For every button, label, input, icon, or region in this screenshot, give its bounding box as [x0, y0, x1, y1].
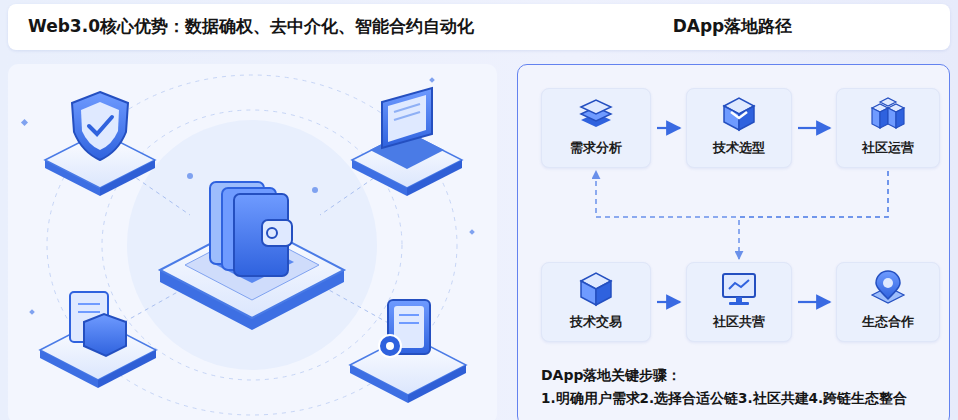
feedback-line [596, 171, 888, 217]
document-platform [40, 292, 156, 388]
process-box: 技术选型 [686, 88, 792, 168]
monitor-icon-part [723, 274, 755, 297]
process-box: 技术交易 [541, 262, 651, 342]
laptop-platform-part [388, 95, 426, 142]
process-box: 社区共营 [686, 262, 792, 342]
laptop-platform-part [394, 112, 420, 120]
shield-platform-part [72, 92, 128, 160]
diagram-title: Web3.0核心优势：数据确权、去中介化、智能合约自动化 [28, 15, 474, 38]
sparkles-part [469, 229, 475, 235]
laptop-platform [352, 88, 462, 196]
flow-arrow [657, 301, 680, 303]
box-label: 技术选型 [687, 139, 791, 157]
sparkles-part [29, 309, 35, 315]
laptop-platform-part [407, 160, 462, 196]
document-platform-part [78, 311, 100, 313]
flow-arrow [657, 127, 680, 129]
sparkles-part [21, 119, 28, 126]
cube-cluster-icon-part [880, 108, 888, 128]
wallet-icon [210, 182, 292, 276]
monitor-icon-part [729, 302, 749, 305]
shield-platform [45, 92, 155, 196]
feedback-line [739, 171, 888, 259]
gear-doc-platform-part [399, 314, 419, 316]
cube-cluster-icon-part [896, 108, 904, 128]
cube-icon-part [581, 273, 611, 289]
cube-chevron-icon [724, 98, 754, 130]
process-box: 社区运营 [836, 88, 940, 168]
sparkles-part [312, 187, 318, 193]
cube-cluster-icon-part [888, 104, 904, 112]
gear-doc-platform-part [399, 322, 419, 324]
cube-cluster-icon-part [888, 108, 896, 128]
layers-icon-part [581, 107, 611, 121]
shield-platform-part [89, 117, 112, 134]
flow-arrow [798, 301, 830, 303]
monitor-icon-part [736, 297, 742, 302]
box-label: 生态合作 [837, 313, 939, 331]
cube-chevron-icon-part [739, 106, 754, 130]
process-box: 需求分析 [541, 88, 651, 168]
link-lines [110, 160, 410, 335]
box-label: 社区共营 [687, 313, 791, 331]
gear-doc-platform-part [386, 342, 394, 350]
pin-icon-part [872, 287, 904, 303]
pin-icon-part [876, 271, 900, 299]
pin-icon [872, 271, 904, 303]
sparkles-part [429, 77, 435, 83]
gear-doc-platform-part [408, 365, 466, 403]
cube-icon-part [581, 281, 596, 305]
note-text: DApp落地关键步骤： [541, 367, 682, 385]
flow-arrow [798, 127, 830, 129]
wallet-icon-part [267, 228, 277, 238]
laptop-platform-part [382, 88, 432, 148]
process-box: 生态合作 [836, 262, 940, 342]
shield-platform-part [81, 102, 119, 150]
cube-icon-part [596, 281, 611, 305]
cube-chevron-icon-part [731, 112, 747, 118]
monitor-icon-part [729, 280, 749, 289]
gear-doc-platform-part [350, 365, 408, 403]
cube-cluster-icon [872, 98, 904, 128]
laptop-platform-part [394, 104, 420, 112]
orbit-rings-part [102, 110, 402, 380]
document-platform-part [84, 314, 126, 356]
gear-doc-platform [350, 300, 466, 403]
document-platform-part [78, 303, 100, 305]
note-text: 1.明确用户需求2.选择合适公链3.社区共建4.跨链生态整合 [541, 390, 907, 408]
cube-icon [581, 273, 611, 305]
cube-cluster-icon-part [880, 98, 896, 106]
cube-chevron-icon-part [724, 98, 754, 114]
orbit-rings-part [127, 120, 377, 370]
section-heading: DApp落地路径 [517, 15, 948, 38]
sparkles [21, 77, 475, 315]
layers-icon-part [581, 113, 611, 127]
box-label: 需求分析 [542, 139, 650, 157]
laptop-platform-part [352, 160, 407, 196]
document-platform-part [40, 350, 98, 388]
layers-icon-part [581, 100, 611, 114]
layers-icon [581, 100, 611, 127]
cube-cluster-icon-part [872, 108, 880, 128]
sparkles-part [187, 173, 193, 179]
cube-cluster-icon-part [872, 104, 888, 112]
pin-icon-part [883, 278, 893, 288]
wallet-icon-part [262, 220, 292, 246]
monitor-icon [723, 274, 755, 305]
box-label: 社区运营 [837, 139, 939, 157]
cube-chevron-icon-part [724, 106, 739, 130]
box-label: 技术交易 [542, 313, 650, 331]
shield-platform-part [100, 160, 155, 196]
gear-doc-platform-part [379, 335, 401, 357]
